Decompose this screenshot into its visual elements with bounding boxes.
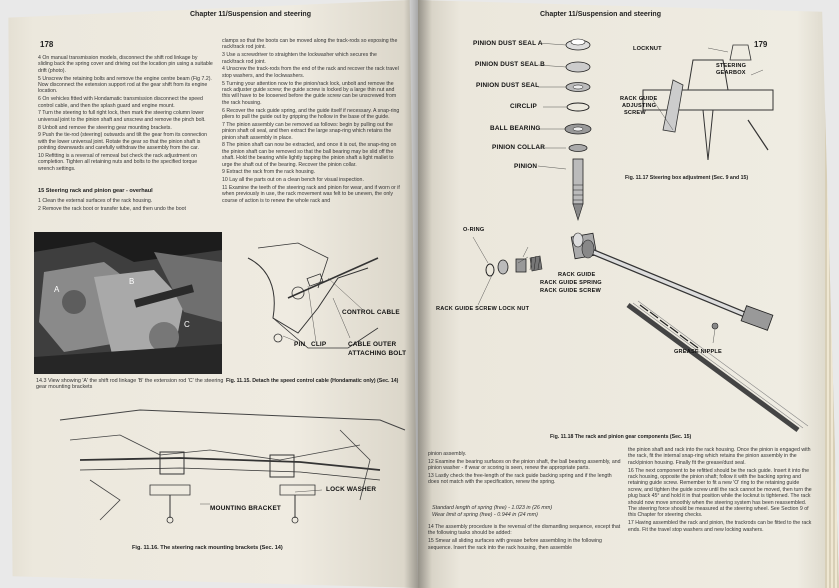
part-label: PINION DUST SEAL B — [475, 61, 545, 68]
svg-text:B: B — [129, 277, 134, 286]
engine-bay-photo: A B C — [34, 232, 222, 374]
part-label: PINION COLLAR — [492, 144, 546, 151]
mounting-bracket-label: MOUNTING BRACKET — [210, 505, 282, 512]
fig-11-17-caption: Fig. 11.17 Steering box adjustment (Sec.… — [625, 175, 749, 181]
fig-11-16-caption: Fig. 11.16. The steering rack mounting b… — [132, 545, 283, 551]
speed-cable-drawing — [247, 242, 379, 349]
svg-text:C: C — [184, 320, 190, 329]
engine-bay-photo-image: A B C — [34, 232, 222, 374]
right-page-number: 179 — [754, 40, 768, 49]
rack-guide-label: RACK GUIDE — [558, 272, 596, 278]
clip-label: CLIP — [311, 341, 327, 348]
pin-label: PIN — [294, 341, 306, 348]
paragraph: 14 The assembly procedure is the reversa… — [428, 524, 621, 537]
part-label: PINION — [514, 163, 538, 170]
lock-washer-label: LOCK WASHER — [326, 486, 377, 493]
left-text-column-2: clamps so that the boots can be moved al… — [222, 38, 400, 206]
o-ring-label: O-RING — [463, 227, 485, 233]
attaching-bolt-label: ATTACHING BOLT — [348, 350, 407, 357]
part-label: BALL BEARING — [490, 125, 541, 132]
right-text-column-1-continued: 14 The assembly procedure is the reversa… — [428, 524, 622, 552]
paragraph: 5 Turning your attention now to the pini… — [222, 80, 397, 106]
steering-label: STEERING — [716, 63, 747, 69]
left-page-number: 178 — [40, 40, 54, 49]
section-heading: 15 Steering rack and pinion gear - overh… — [38, 188, 153, 194]
rack-pinion-components-drawing — [472, 232, 809, 433]
right-text-column-2: the pinion shaft and rack into the rack … — [628, 447, 814, 534]
paragraph: 10 Refitting is a reversal of removal bu… — [38, 153, 198, 172]
paragraph: 11 Examine the teeth of the steering rac… — [222, 185, 400, 204]
paragraph: 9 Push the tie-rod (steering) outwards a… — [38, 132, 207, 152]
paragraph: 4 On manual transmission models, disconn… — [38, 55, 213, 74]
paragraph: 3 Use a screwdriver to straighten the lo… — [222, 52, 377, 65]
book-spine-shadow — [404, 0, 432, 588]
svg-text:A: A — [54, 285, 60, 294]
paragraph: 8 Unbolt and remove the steering gear mo… — [38, 124, 172, 131]
rack-guide-screw-label: RACK GUIDE SCREW — [540, 288, 602, 294]
control-cable-label: CONTROL CABLE — [342, 309, 400, 316]
paragraph: 6 On vehicles fitted with Hondamatic tra… — [38, 96, 203, 109]
mounting-brackets-drawing — [59, 409, 406, 524]
paragraph: 6 Recover the rack guide spring, and the… — [222, 107, 400, 121]
paragraph: 16 The next component to be refitted sho… — [628, 467, 812, 519]
adjusting-label: ADJUSTING — [622, 103, 657, 109]
locknut-label: LOCKNUT — [633, 46, 662, 52]
part-label: CIRCLIP — [510, 103, 537, 110]
paragraph: 4 Unscrew the track-rods from the end of… — [222, 66, 399, 79]
pinion-parts-drawing — [537, 38, 592, 222]
left-chapter-header: Chapter 11/Suspension and steering — [190, 11, 311, 18]
grease-nipple-label: GREASE NIPPLE — [674, 349, 722, 355]
spec-line: Standard length of spring (free) - 1.023… — [432, 505, 553, 511]
paragraph: 10 Lay all the parts out on a clean benc… — [222, 177, 364, 184]
paragraph: 9 Extract the rack from the rack housing… — [222, 169, 316, 176]
paragraph: 7 The pinion assembly can be removed as … — [222, 121, 393, 141]
steering-box-adjustment-drawing — [642, 44, 774, 161]
cable-outer-label: CABLE OUTER — [348, 341, 397, 348]
part-label: PINION DUST SEAL — [476, 82, 540, 89]
page-edges — [825, 20, 839, 588]
rack-guide-spring-label: RACK GUIDE SPRING — [540, 280, 602, 286]
photo-caption: 14.3 View showing 'A' the shift rod link… — [36, 378, 224, 391]
rack-guide-screw-lock-nut-label: RACK GUIDE SCREW LOCK NUT — [436, 306, 530, 312]
paragraph: the pinion shaft and rack into the rack … — [628, 447, 811, 466]
paragraph: 8 The pinion shaft can now be extracted,… — [222, 142, 397, 168]
paragraph: pinion assembly. — [428, 451, 467, 457]
right-chapter-header: Chapter 11/Suspension and steering — [540, 11, 661, 18]
rack-guide-label: RACK GUIDE — [620, 96, 658, 102]
right-page: Chapter 11/Suspension and steering 179 P… — [418, 0, 839, 588]
spec-line: Wear limit of spring (free) - 0.944 in (… — [432, 512, 538, 518]
paragraph: 13 Lastly check the free-length of the r… — [428, 473, 612, 486]
paragraph: 12 Examine the bearing surfaces on the p… — [428, 458, 621, 472]
paragraph: 5 Unscrew the retaining bolts and remove… — [38, 75, 212, 95]
paragraph: 17 Having assembled the rack and pinion,… — [628, 520, 812, 533]
left-page: Chapter 11/Suspension and steering 178 4… — [8, 0, 418, 588]
paragraph: 15 Smear all sliding surfaces with greas… — [428, 538, 602, 551]
screw-label: SCREW — [624, 110, 646, 116]
right-text-column-1: pinion assembly. 12 Examine the bearing … — [428, 451, 622, 487]
part-label: PINION DUST SEAL A — [473, 40, 543, 47]
paragraph: 2 Remove the rack boot or transfer tube,… — [38, 205, 186, 212]
paragraph: clamps so that the boots can be moved al… — [222, 38, 398, 51]
fig-11-15-caption: Fig. 11.15. Detach the speed control cab… — [226, 378, 399, 384]
section-text: 1 Clean the external surfaces of the rac… — [38, 198, 218, 214]
fig-11-18-caption: Fig. 11.18 The rack and pinion gear comp… — [550, 434, 692, 440]
paragraph: 1 Clean the external surfaces of the rac… — [38, 198, 153, 204]
paragraph: 7 Turn the steering to full right lock, … — [38, 110, 206, 123]
gearbox-label: GEARBOX — [716, 70, 746, 76]
left-text-column-1: 4 On manual transmission models, disconn… — [38, 55, 213, 174]
